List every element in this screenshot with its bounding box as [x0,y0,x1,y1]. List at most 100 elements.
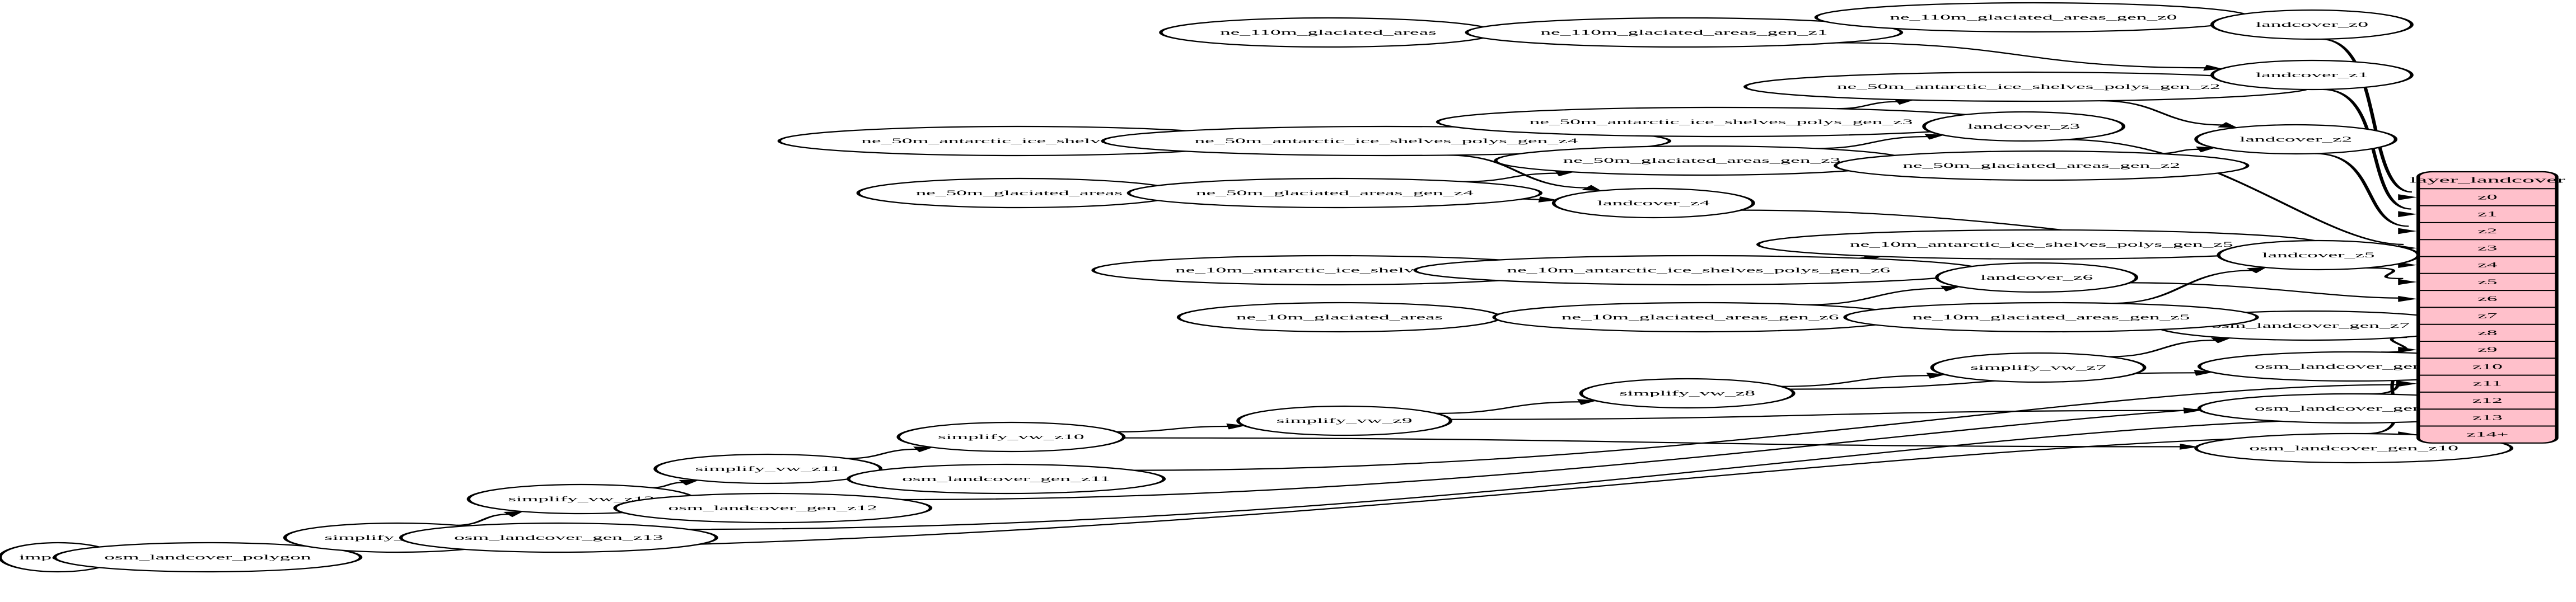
record-row-z13[interactable]: z13 [2472,413,2503,421]
node-osm_landcover_gen_z11[interactable]: osm_landcover_gen_z11 [847,463,1166,495]
node-label-text: landcover_z0 [2256,21,2368,29]
edge-simplify_vw_z9-to-simplify_vw_z8 [1436,401,1581,414]
node-ellipse-shape [1834,150,2250,181]
node-ellipse-shape [1551,187,1755,219]
node-osm_landcover_polygon[interactable]: osm_landcover_polygon [53,542,363,573]
node-landcover_z4[interactable]: landcover_z4 [1551,187,1755,219]
record-row-z5[interactable]: z5 [2477,278,2497,286]
record-row-z14+[interactable]: z14+ [2466,430,2508,438]
record-row-z4[interactable]: z4 [2477,261,2497,269]
node-ellipse-shape [653,453,883,485]
node-simplify_vw_z10[interactable]: simplify_vw_z10 [896,421,1126,453]
node-label-text: ne_110m_glaciated_areas [1220,29,1437,36]
record-row-label: z8 [2477,329,2497,337]
record-row-label: z13 [2472,413,2503,421]
node-label-text: landcover_z3 [1967,123,2080,130]
edge-simplify_vw_z9-to-osm_landcover_gen_z9 [1450,410,2186,420]
node-label-text: osm_landcover_polygon [104,553,311,561]
edge-ne_10m_glaciated_areas_gen_z6-to-landcover_z6 [1806,288,1945,305]
node-ne_50m_antarctic_ice_shelves_polys_gen_z3[interactable]: ne_50m_antarctic_ice_shelves_polys_gen_z… [1436,106,2007,138]
record-row-z3[interactable]: z3 [2477,244,2497,252]
edge-landcover_z0-to-layer_landcover-z0 [2320,38,2413,193]
node-landcover_z0[interactable]: landcover_z0 [2210,9,2414,40]
edge-arrowhead [2183,407,2203,414]
record-row-label: z14+ [2466,430,2508,438]
record-node-layer-landcover[interactable]: layer_landcover z0 z1 z2 z3 z4 z5 z6 z7 z8 z9 z10 z1… [2410,171,2565,444]
node-osm_landcover_gen_z12[interactable]: osm_landcover_gen_z12 [613,492,933,524]
node-ellipse-shape [1843,302,2259,333]
edge-arrowhead [2398,262,2417,269]
node-label-text: osm_landcover_gen_z10 [2249,444,2458,452]
node-label-text: ne_50m_antarctic_ice_shelves_polys_gen_z… [1195,137,1578,145]
record-row-z0[interactable]: z0 [2477,193,2497,201]
node-ne_50m_antarctic_ice_shelves_polys_gen_z4[interactable]: ne_50m_antarctic_ice_shelves_polys_gen_z… [1101,125,1672,157]
node-ellipse-shape [1930,352,2147,383]
record-row-z10[interactable]: z10 [2472,363,2503,370]
record-row-z2[interactable]: z2 [2477,227,2497,235]
edge-simplify_vw_z10-to-simplify_vw_z9 [1116,425,1229,432]
record-row-z7[interactable]: z7 [2477,312,2497,319]
node-ne_50m_glaciated_areas_gen_z2[interactable]: ne_50m_glaciated_areas_gen_z2 [1834,150,2250,181]
node-osm_landcover_gen_z13[interactable]: osm_landcover_gen_z13 [399,522,718,553]
node-label-text: osm_landcover_gen_z8 [2255,363,2453,370]
node-ne_50m_glaciated_areas_gen_z3[interactable]: ne_50m_glaciated_areas_gen_z3 [1494,145,1910,176]
record-row-label: z3 [2477,244,2497,252]
edge-landcover_z3-to-layer_landcover-z3 [2066,139,2404,246]
node-ellipse-shape [2194,124,2398,155]
node-label-text: osm_landcover_gen_z13 [454,534,663,542]
record-row-z6[interactable]: z6 [2477,295,2497,303]
node-label-text: ne_50m_antarctic_ice_shelves_polys [861,137,1174,145]
node-label-text: ne_50m_glaciated_areas_gen_z4 [1196,189,1474,197]
node-label-text: landcover_z2 [2240,135,2352,143]
record-row-label: z6 [2477,295,2497,303]
node-landcover_z1[interactable]: landcover_z1 [2210,59,2414,91]
node-landcover_z5[interactable]: landcover_z5 [2217,239,2420,271]
node-label-text: simplify_vw_z12 [508,495,654,503]
node-ne_110m_glaciated_areas_gen_z1[interactable]: ne_110m_glaciated_areas_gen_z1 [1465,17,1904,48]
node-ellipse-shape [847,463,1166,495]
record-row-label: z9 [2477,346,2497,354]
node-label-text: landcover_z6 [1980,274,2093,281]
record-row-label: z7 [2477,312,2497,319]
record-row-z11[interactable]: z11 [2473,380,2503,388]
edge-arrowhead [2203,64,2224,71]
node-label-text: landcover_z5 [2262,251,2374,259]
edge-arrowhead [2398,211,2417,218]
node-landcover_z6[interactable]: landcover_z6 [1935,262,2139,293]
node-landcover_z2[interactable]: landcover_z2 [2194,124,2398,155]
edge-arrowhead [2398,295,2417,302]
node-ne_10m_glaciated_areas[interactable]: ne_10m_glaciated_areas [1176,302,1503,333]
edge-arrowhead [679,479,700,486]
node-simplify_vw_z7[interactable]: simplify_vw_z7 [1930,352,2147,383]
node-simplify_vw_z9[interactable]: simplify_vw_z9 [1236,405,1453,436]
node-ne_10m_antarctic_ice_shelves_polys_gen_z6[interactable]: ne_10m_antarctic_ice_shelves_polys_gen_z… [1413,255,1984,286]
node-simplify_vw_z11[interactable]: simplify_vw_z11 [653,453,883,485]
node-ellipse-shape [1465,17,1904,48]
record-row-label: z1 [2477,210,2497,218]
node-label-text: ne_10m_glaciated_areas [1236,313,1443,321]
record-row-z8[interactable]: z8 [2477,329,2497,337]
node-ne_10m_antarctic_ice_shelves_polys_gen_z5[interactable]: ne_10m_antarctic_ice_shelves_polys_gen_z… [1756,229,2327,260]
edge-osm_landcover_gen_z13-to-layer_landcover-z13 [688,417,2400,530]
node-landcover_z3[interactable]: landcover_z3 [1922,111,2126,142]
record-row-z1[interactable]: z1 [2477,210,2497,218]
node-ellipse-shape [896,421,1126,453]
node-ne_110m_glaciated_areas[interactable]: ne_110m_glaciated_areas [1159,17,1498,48]
edge-arrowhead [1940,285,1961,291]
node-ne_50m_glaciated_areas_gen_z4[interactable]: ne_50m_glaciated_areas_gen_z4 [1126,177,1543,209]
record-row-label: z12 [2472,397,2503,405]
record-row-label: z10 [2472,363,2503,370]
record-row-label: z2 [2477,227,2497,235]
record-header-label: layer_landcover [2410,175,2565,185]
node-simplify_vw_z8[interactable]: simplify_vw_z8 [1579,378,1796,409]
node-label-text: osm_landcover_gen_z7 [2211,322,2410,330]
node-ne_10m_glaciated_areas_gen_z5[interactable]: ne_10m_glaciated_areas_gen_z5 [1843,302,2259,333]
node-label-text: simplify_vw_z8 [1619,389,1755,397]
node-ne_110m_glaciated_areas_gen_z0[interactable]: ne_110m_glaciated_areas_gen_z0 [1814,2,2253,33]
record-row-z9[interactable]: z9 [2477,346,2497,354]
record-row-z12[interactable]: z12 [2472,397,2503,405]
edge-arrowhead [2398,194,2417,200]
node-label-text: landcover_z1 [2256,71,2368,79]
node-ellipse-shape [2210,59,2414,91]
node-label-text: ne_50m_antarctic_ice_shelves_polys_gen_z… [1837,83,2220,91]
